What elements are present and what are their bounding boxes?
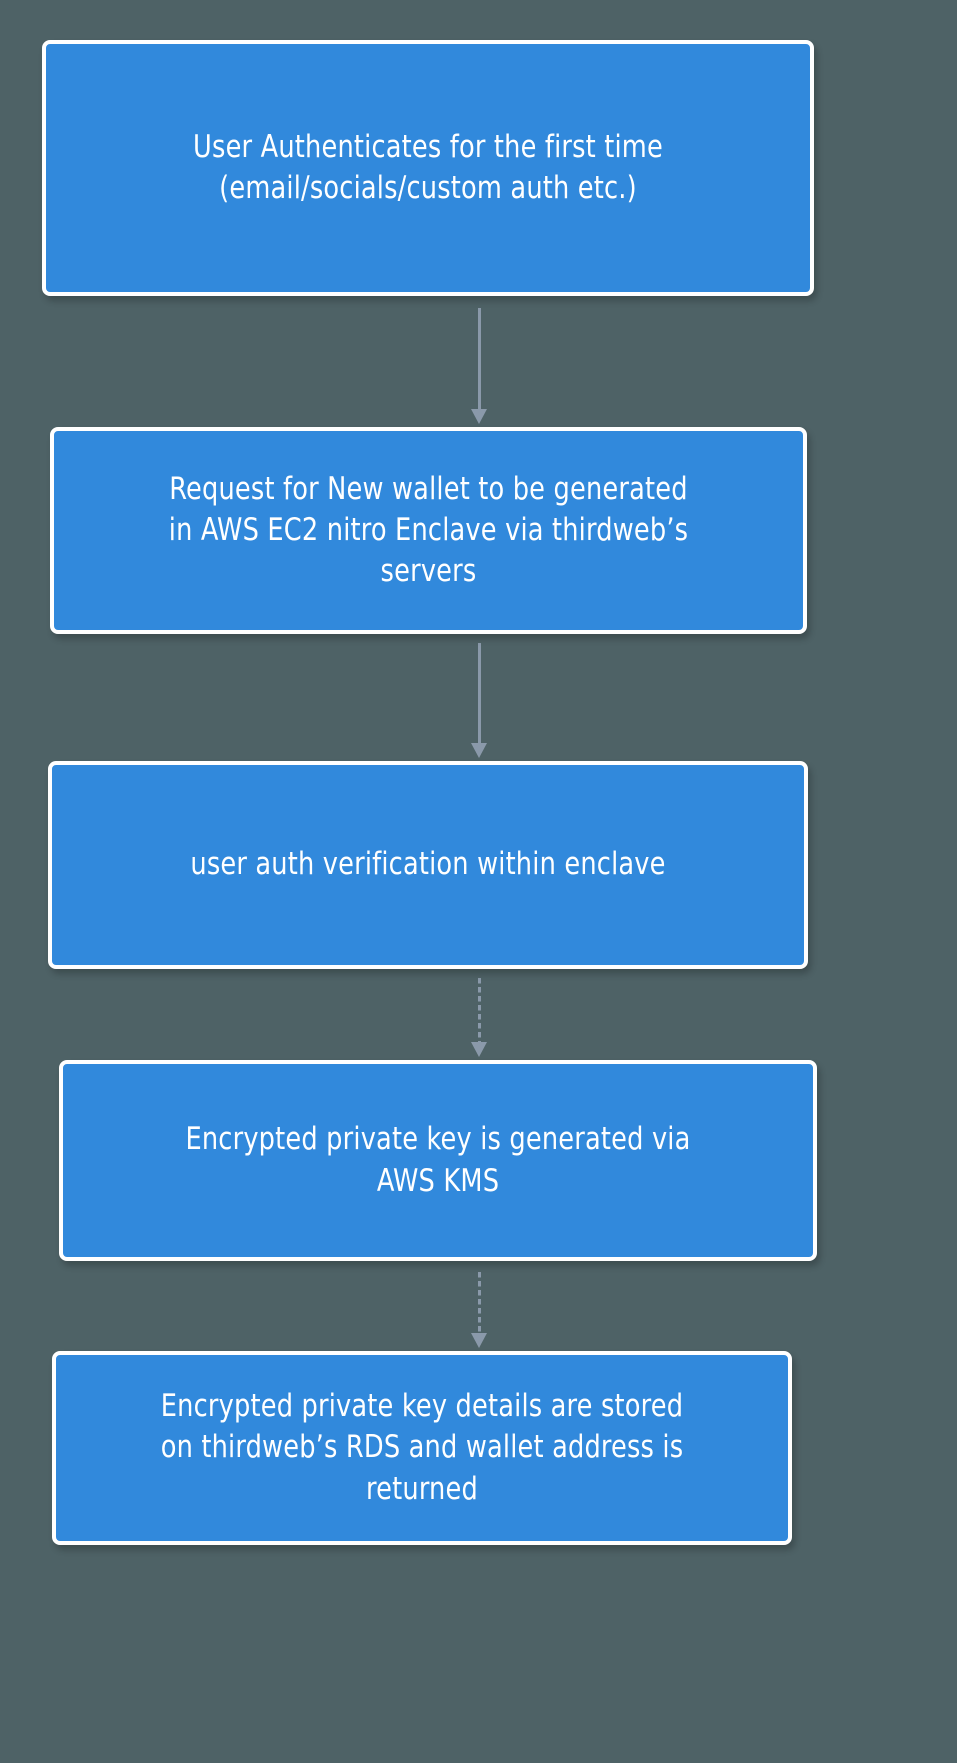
connector-line <box>478 308 481 409</box>
arrowhead-icon <box>471 743 487 758</box>
node-label: Encrypted private key details are stored… <box>160 1388 684 1507</box>
node-label: Request for New wallet to be generated i… <box>168 470 689 590</box>
arrowhead-icon <box>471 1333 487 1348</box>
node-user-authenticates[interactable]: User Authenticates for the first time (e… <box>42 40 814 296</box>
connector-line <box>478 978 481 1042</box>
node-auth-verification[interactable]: user auth verification within enclave <box>48 761 808 969</box>
connector-line <box>478 1272 481 1333</box>
connector-line <box>478 643 481 743</box>
node-label: Encrypted private key is generated via A… <box>185 1121 691 1199</box>
node-label: user auth verification within enclave <box>190 846 666 883</box>
node-label: User Authenticates for the first time (e… <box>193 128 663 206</box>
node-encrypted-key-generated[interactable]: Encrypted private key is generated via A… <box>59 1060 817 1261</box>
node-request-new-wallet[interactable]: Request for New wallet to be generated i… <box>50 427 807 634</box>
arrowhead-icon <box>471 409 487 424</box>
arrowhead-icon <box>471 1042 487 1057</box>
node-key-details-stored[interactable]: Encrypted private key details are stored… <box>52 1351 792 1545</box>
